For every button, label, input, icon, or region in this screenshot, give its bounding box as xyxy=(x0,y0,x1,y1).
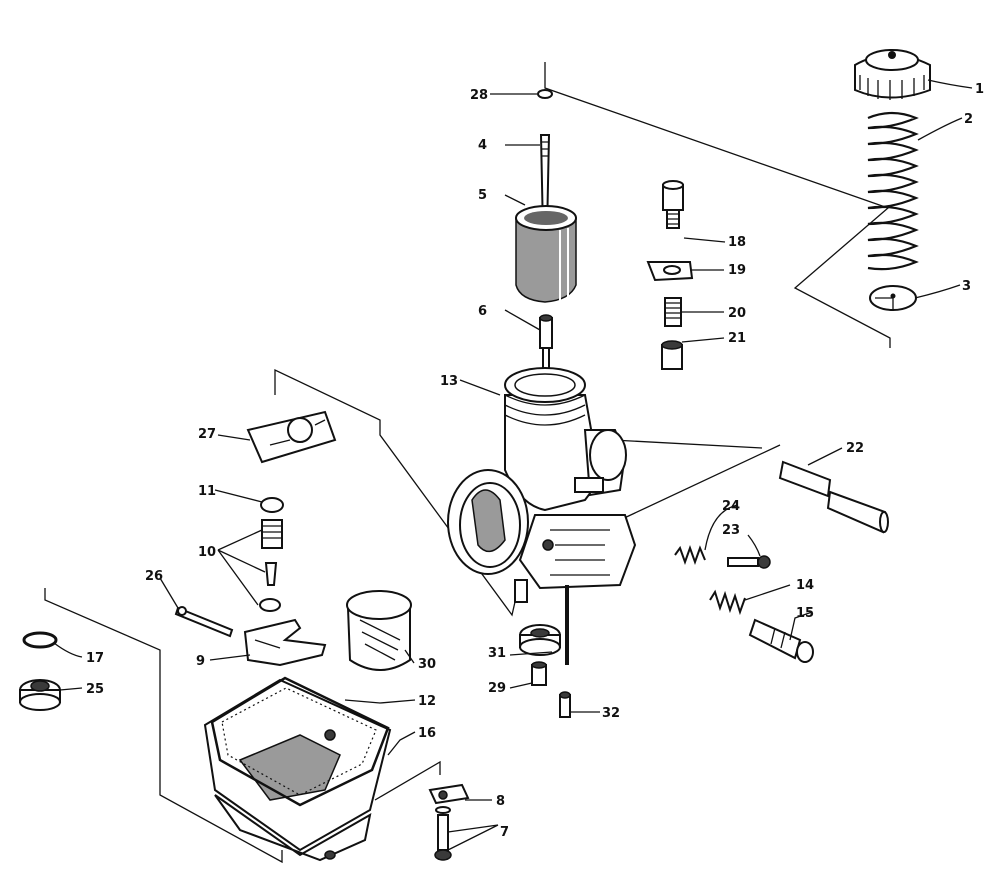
callout-32: 32 xyxy=(602,706,620,721)
callout-5: 5 xyxy=(478,188,487,203)
callout-2: 2 xyxy=(964,112,973,127)
callout-18: 18 xyxy=(728,235,746,250)
callout-30: 30 xyxy=(418,657,436,672)
callout-17: 17 xyxy=(86,651,104,666)
callout-27: 27 xyxy=(198,427,216,442)
callout-31: 31 xyxy=(488,646,506,661)
part-14-spring xyxy=(709,589,746,616)
callout-25: 25 xyxy=(86,682,104,697)
part-26-float-pin xyxy=(174,606,234,638)
callout-10: 10 xyxy=(198,545,216,560)
part-10-needle-valve xyxy=(259,519,283,612)
part-24-spring xyxy=(674,545,706,565)
leader-lines xyxy=(53,79,973,851)
callout-15: 15 xyxy=(796,606,814,621)
callout-24: 24 xyxy=(722,499,740,514)
part-27-plate xyxy=(246,410,337,464)
assembly-lines xyxy=(44,62,891,864)
callout-11: 11 xyxy=(198,484,216,499)
part-23-idle-screw xyxy=(727,555,771,569)
part-15-mixture-screw xyxy=(748,618,814,663)
part-12-gasket xyxy=(210,676,390,807)
part-8-bracket xyxy=(428,783,470,805)
part-28-clip xyxy=(537,89,553,99)
callout-6: 6 xyxy=(478,304,487,319)
part-17-o-ring xyxy=(22,631,58,649)
callout-8: 8 xyxy=(496,794,505,809)
part-16-float-bowl xyxy=(203,678,392,862)
part-5-throttle-valve xyxy=(515,205,577,303)
callout-21: 21 xyxy=(728,331,746,346)
callout-19: 19 xyxy=(728,263,746,278)
part-25-drain-plug xyxy=(19,679,61,711)
part-31-seat xyxy=(519,624,561,656)
part-22-rod xyxy=(778,460,889,534)
part-3-spring-seat xyxy=(869,285,917,311)
callout-3: 3 xyxy=(962,279,971,294)
part-13-carburetor-body xyxy=(447,367,637,665)
part-1-cap xyxy=(854,49,931,100)
part-11-o-ring xyxy=(260,497,284,513)
part-30-float xyxy=(346,590,412,671)
callout-14: 14 xyxy=(796,578,814,593)
part-7-screw-washer xyxy=(434,806,452,861)
callout-28: 28 xyxy=(470,88,488,103)
callout-26: 26 xyxy=(145,569,163,584)
part-29-main-jet xyxy=(531,661,547,686)
part-32-pilot-jet xyxy=(559,691,571,718)
part-18-air-screw xyxy=(662,180,684,229)
callout-29: 29 xyxy=(488,681,506,696)
callout-1: 1 xyxy=(975,82,984,97)
callout-9: 9 xyxy=(196,654,205,669)
part-21-jet-holder xyxy=(661,340,683,370)
part-2-spring xyxy=(867,111,919,271)
callout-labels: 1 2 3 4 5 6 7 8 9 10 11 12 13 14 15 16 1… xyxy=(86,82,984,840)
callout-16: 16 xyxy=(418,726,436,741)
part-19-washer xyxy=(646,261,694,282)
callout-13: 13 xyxy=(440,374,458,389)
callout-20: 20 xyxy=(728,306,746,321)
part-20-needle-jet xyxy=(664,297,682,327)
callout-4: 4 xyxy=(478,138,487,153)
callout-12: 12 xyxy=(418,694,436,709)
part-9-float-arm xyxy=(243,618,327,667)
callout-23: 23 xyxy=(722,523,740,538)
callout-22: 22 xyxy=(846,441,864,456)
callout-7: 7 xyxy=(500,825,509,840)
